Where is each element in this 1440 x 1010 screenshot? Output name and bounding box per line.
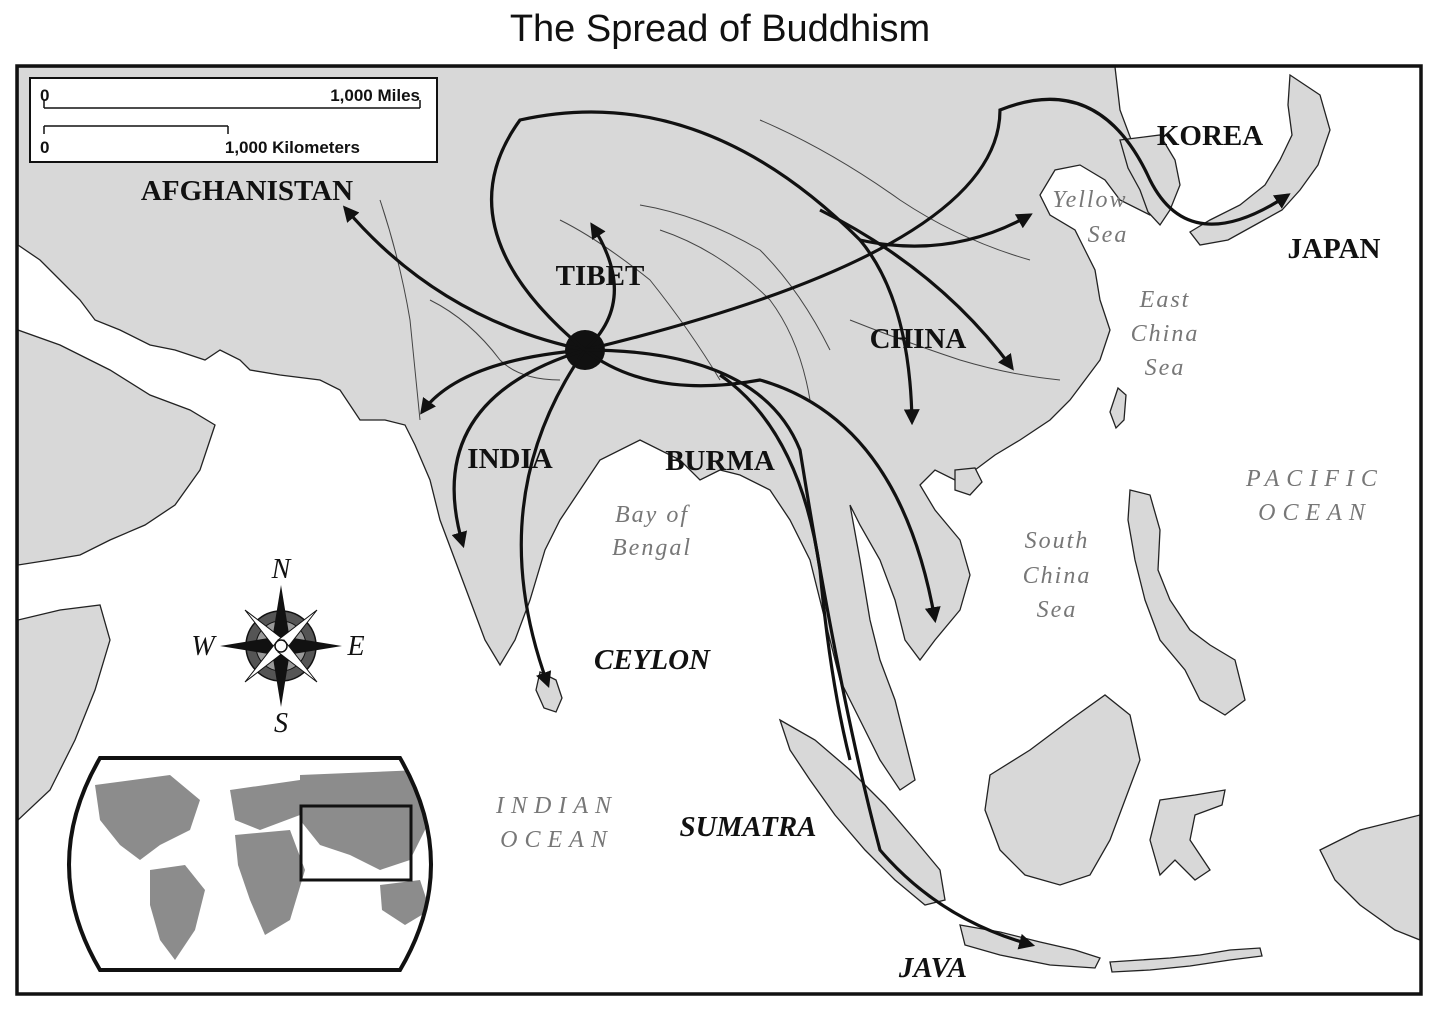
label-pacific-ocean-1: PACIFIC bbox=[1245, 466, 1384, 492]
route-to-java bbox=[584, 348, 1036, 950]
route-to-afghanistan bbox=[342, 205, 586, 352]
label-yellow-sea-1: Yellow bbox=[1052, 187, 1127, 213]
compass-rose-icon: N S E W bbox=[191, 554, 364, 739]
route-to-north-china bbox=[490, 110, 1033, 352]
label-east-china-sea-2: China bbox=[1131, 321, 1200, 347]
map-frame bbox=[15, 64, 1423, 996]
landmass-africa bbox=[18, 604, 111, 821]
label-east-china-sea-3: Sea bbox=[1145, 355, 1186, 381]
spread-routes bbox=[342, 97, 1291, 950]
label-china: CHINA bbox=[870, 323, 967, 355]
scale-km-label: 1,000 Kilometers bbox=[225, 138, 360, 157]
inset-world-map bbox=[67, 756, 433, 972]
map-title: The Spread of Buddhism bbox=[509, 8, 931, 50]
compass-n: N bbox=[271, 554, 292, 585]
label-indian-ocean-1: INDIAN bbox=[495, 793, 618, 819]
island-taiwan bbox=[1109, 386, 1127, 430]
scale-miles-label: 1,000 Miles bbox=[330, 86, 420, 105]
route-to-sumatra bbox=[719, 373, 852, 761]
label-bay-of-bengal-2: Bengal bbox=[612, 535, 692, 561]
route-to-ceylon bbox=[519, 349, 587, 689]
label-korea: KOREA bbox=[1157, 120, 1263, 152]
islands-philippines bbox=[1127, 489, 1246, 716]
label-japan: JAPAN bbox=[1288, 233, 1381, 265]
scale-zero-km: 0 bbox=[40, 138, 49, 157]
label-south-china-sea-1: South bbox=[1025, 528, 1090, 554]
compass-e: E bbox=[346, 631, 364, 662]
islands-lesser-sunda bbox=[1109, 947, 1263, 973]
label-south-china-sea-2: China bbox=[1023, 563, 1092, 589]
label-bay-of-bengal-1: Bay of bbox=[615, 502, 690, 528]
label-tibet: TIBET bbox=[556, 260, 645, 292]
label-south-china-sea-3: Sea bbox=[1037, 597, 1078, 623]
island-new-guinea bbox=[1319, 814, 1420, 941]
landmass-japan bbox=[1189, 73, 1331, 246]
label-indian-ocean-2: OCEAN bbox=[500, 827, 614, 853]
island-sulawesi bbox=[1149, 789, 1226, 881]
scale-bar: 0 1,000 Miles 0 1,000 Kilometers bbox=[29, 77, 438, 163]
label-east-china-sea-1: East bbox=[1139, 287, 1191, 313]
label-yellow-sea-2: Sea bbox=[1088, 222, 1129, 248]
label-burma: BURMA bbox=[665, 445, 775, 477]
island-borneo bbox=[984, 694, 1141, 886]
route-to-korea-japan bbox=[584, 97, 1291, 352]
label-sumatra: SUMATRA bbox=[680, 811, 817, 843]
route-to-east-china bbox=[819, 208, 1014, 371]
compass-s: S bbox=[274, 708, 288, 739]
island-hainan bbox=[954, 467, 983, 496]
route-to-west-india bbox=[420, 348, 586, 415]
island-sumatra bbox=[778, 718, 946, 906]
label-pacific-ocean-2: OCEAN bbox=[1258, 500, 1372, 526]
compass-w: W bbox=[191, 631, 217, 662]
label-afghanistan: AFGHANISTAN bbox=[141, 175, 353, 207]
inset-locator-box bbox=[299, 804, 413, 882]
route-to-south-india bbox=[451, 348, 586, 549]
label-java: JAVA bbox=[898, 952, 967, 984]
rivers bbox=[379, 119, 1061, 421]
route-to-tibet bbox=[583, 222, 616, 352]
route-to-south-china bbox=[858, 238, 920, 426]
scale-zero-miles: 0 bbox=[40, 86, 49, 105]
route-to-cambodia bbox=[584, 348, 941, 624]
label-ceylon: CEYLON bbox=[594, 644, 711, 676]
landmass-arabia bbox=[18, 329, 216, 566]
label-india: INDIA bbox=[467, 443, 552, 475]
